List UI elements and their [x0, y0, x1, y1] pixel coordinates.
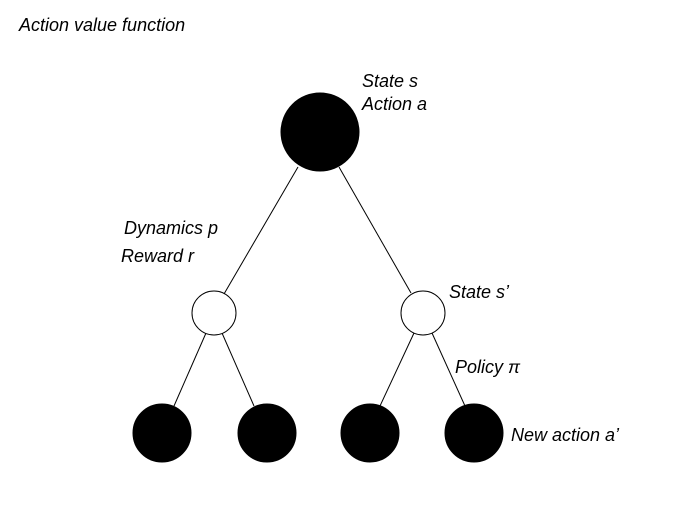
root-action-label: Action a	[361, 94, 427, 114]
edge-left-state-to-action-2	[221, 332, 255, 407]
edge-right-state-to-action-3	[379, 332, 415, 407]
edge-root-to-left-state	[223, 166, 299, 295]
new-action-node-3	[340, 403, 400, 463]
edge-root-to-right-state	[338, 166, 412, 294]
edge-left-state-to-action-1	[173, 332, 207, 407]
new-action-node-2	[237, 403, 297, 463]
policy-label: Policy π	[455, 357, 521, 377]
new-action-node-4	[444, 403, 504, 463]
new-action-node-1	[132, 403, 192, 463]
dynamics-label: Dynamics p	[124, 218, 218, 238]
reward-label: Reward r	[121, 246, 195, 266]
new-action-label: New action a’	[511, 425, 620, 445]
root-state-label: State s	[362, 71, 418, 91]
edge-right-state-to-action-4	[431, 332, 466, 407]
left-next-state-node	[191, 290, 237, 336]
diagram-title: Action value function	[18, 15, 185, 35]
next-state-label: State s’	[449, 282, 510, 302]
right-next-state-node	[400, 290, 446, 336]
root-state-action-node	[280, 92, 360, 172]
